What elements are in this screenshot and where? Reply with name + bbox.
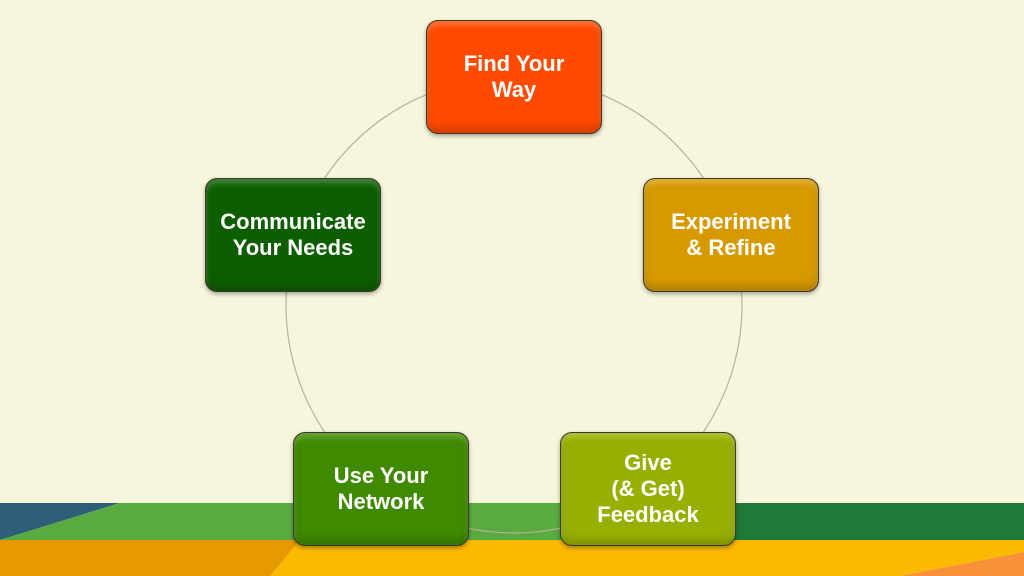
- band-light-orange: [900, 552, 1024, 576]
- node-label: Find Your Way: [463, 51, 565, 102]
- band-dark-green: [680, 503, 1024, 540]
- node-label: Communicate Your Needs: [220, 209, 366, 260]
- node-experiment-refine[interactable]: Experiment & Refine: [643, 178, 819, 292]
- node-label: Experiment & Refine: [671, 209, 791, 260]
- node-communicate-your-needs[interactable]: Communicate Your Needs: [205, 178, 381, 292]
- bottom-decorative-band: [0, 503, 1024, 576]
- node-label: Give (& Get) Feedback: [597, 450, 699, 527]
- node-label: Use Your Network: [333, 463, 429, 514]
- band-yellow: [270, 540, 1024, 576]
- band-orange: [0, 540, 300, 576]
- node-find-your-way[interactable]: Find Your Way: [426, 20, 602, 134]
- node-give-get-feedback[interactable]: Give (& Get) Feedback: [560, 432, 736, 546]
- node-use-your-network[interactable]: Use Your Network: [293, 432, 469, 546]
